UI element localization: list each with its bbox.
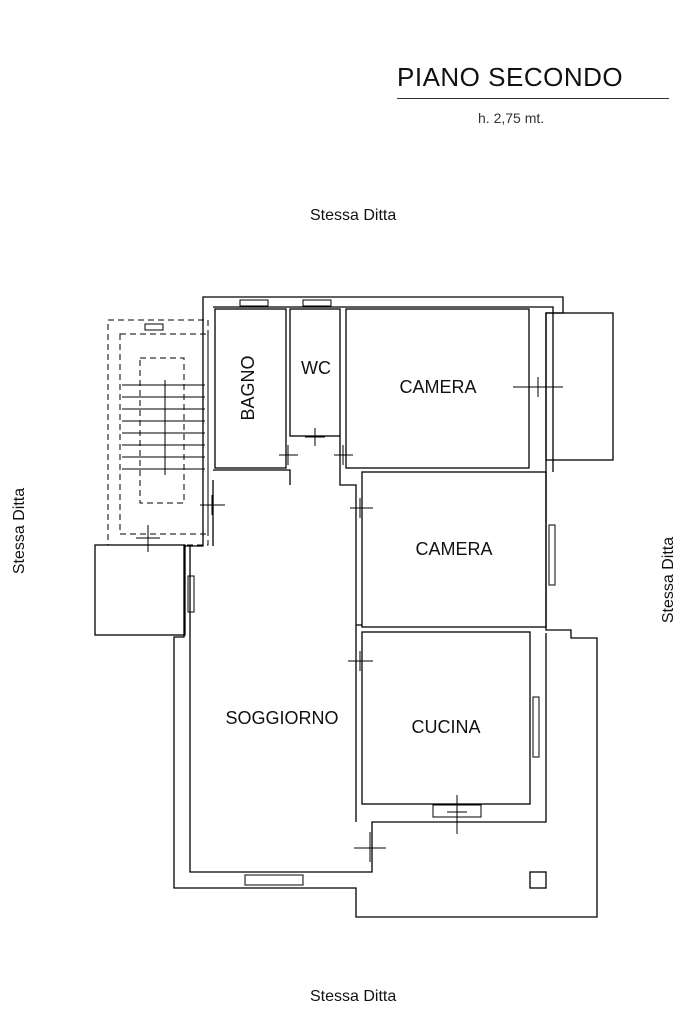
room-cucina: [361, 631, 531, 805]
room-camera-1: [345, 308, 530, 469]
floor-title: PIANO SECONDO: [397, 62, 669, 99]
neighbor-label-bottom: Stessa Ditta: [310, 988, 397, 1005]
staircase: [107, 319, 209, 546]
neighbor-label-top: Stessa Ditta: [310, 207, 397, 224]
room-label-cucina: CUCINA: [411, 717, 480, 737]
door-marks: [136, 377, 563, 862]
terrace-marker: [529, 871, 547, 889]
partition-walls: [212, 436, 362, 822]
room-camera-2: [361, 471, 547, 628]
room-label-camera-2: CAMERA: [415, 539, 492, 559]
inner-wall: [189, 306, 554, 873]
room-label-soggiorno: SOGGIORNO: [225, 708, 338, 728]
room-label-camera-1: CAMERA: [399, 377, 476, 397]
ceiling-height-note: h. 2,75 mt.: [478, 110, 545, 126]
landing: [94, 544, 186, 636]
neighbor-label-left: Stessa Ditta: [11, 488, 28, 574]
room-label-wc: WC: [301, 358, 331, 378]
windows: [144, 299, 556, 886]
room-label-bagno: BAGNO: [238, 355, 258, 420]
room-bagno: [214, 308, 287, 469]
neighbor-label-right: Stessa Ditta: [660, 537, 677, 623]
stair-steps: [122, 380, 205, 475]
